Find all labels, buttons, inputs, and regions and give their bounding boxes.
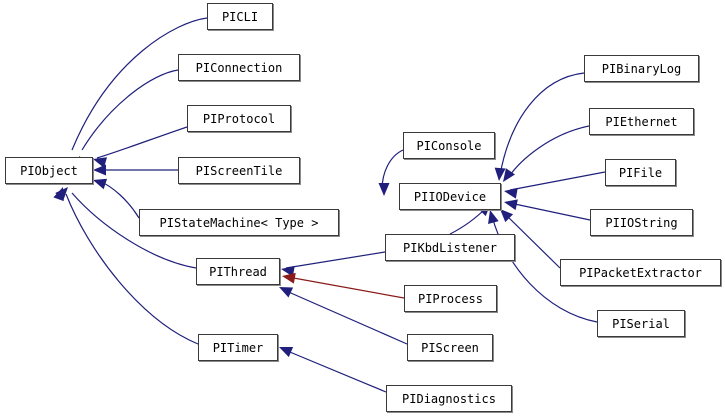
class-node-pithread[interactable]: PIThread <box>196 258 280 285</box>
arrowhead-piprocess-to-pithread <box>282 272 296 284</box>
class-node-pidiagnostics[interactable]: PIDiagnostics <box>386 385 512 412</box>
class-node-piserial[interactable]: PISerial <box>597 310 685 337</box>
class-node-label: PIThread <box>209 264 267 279</box>
class-node-piethernet[interactable]: PIEthernet <box>589 108 694 135</box>
edge-pikbdlistener-to-piiodevice <box>449 207 487 235</box>
edge-pikbdlistener-to-pithread <box>285 251 386 269</box>
class-node-picli[interactable]: PICLI <box>207 3 273 30</box>
class-node-piprocess[interactable]: PIProcess <box>404 285 497 312</box>
class-node-piobject[interactable]: PIObject <box>5 157 93 184</box>
class-node-pitimer[interactable]: PITimer <box>198 334 278 361</box>
arrowhead-pithread-to-piobject <box>55 187 68 201</box>
class-node-piconsole[interactable]: PIConsole <box>403 132 495 159</box>
arrowhead-piscreentile-to-piobject <box>93 164 106 176</box>
class-node-pibinarylog[interactable]: PIBinaryLog <box>584 55 699 82</box>
class-node-label: PIPacketExtractor <box>579 265 702 280</box>
edge-piprocess-to-pithread <box>287 276 405 299</box>
class-node-piscreentile[interactable]: PIScreenTile <box>178 157 300 184</box>
class-node-label: PIBinaryLog <box>601 61 682 76</box>
arrowhead-pifile-to-piiodevice <box>504 187 518 199</box>
arrowhead-piserial-to-piiodevice <box>488 210 499 224</box>
edge-piprotocol-to-piobject <box>96 126 188 159</box>
class-node-piconnection[interactable]: PIConnection <box>178 54 300 81</box>
edge-pibinarylog-to-piiodevice <box>499 72 585 176</box>
class-node-label: PIKbdListener <box>403 240 497 255</box>
class-node-piiostring[interactable]: PIIOString <box>590 209 693 236</box>
edge-pistatemachine-to-piobject <box>98 180 140 219</box>
class-node-label: PIProtocol <box>202 111 276 126</box>
arrowhead-pibinarylog-to-piiodevice <box>494 167 506 181</box>
class-node-label: PIIODevice <box>413 189 487 204</box>
arrowhead-piprotocol-to-piobject <box>93 157 108 168</box>
arrowhead-pidiagnostics-to-pitimer <box>279 347 294 358</box>
edge-pifile-to-piiodevice <box>509 171 606 191</box>
class-node-label: PIObject <box>20 163 78 178</box>
class-node-label: PIStateMachine< Type > <box>159 215 319 230</box>
class-node-label: PIConnection <box>195 60 283 75</box>
class-node-label: PIProcess <box>417 291 484 306</box>
class-node-pifile[interactable]: PIFile <box>605 159 676 186</box>
arrowhead-pistatemachine-to-piobject <box>93 178 108 190</box>
edge-pidiagnostics-to-pitimer <box>284 349 387 393</box>
edge-piconnection-to-piobject <box>81 69 179 151</box>
class-node-label: PIConsole <box>416 138 482 153</box>
arrowhead-piconsole-to-piiodevice <box>378 183 390 196</box>
class-node-label: PICLI <box>221 9 259 24</box>
class-node-label: PIEthernet <box>605 114 678 129</box>
class-node-piprotocol[interactable]: PIProtocol <box>187 105 291 132</box>
class-node-label: PITimer <box>212 340 264 355</box>
edge-piiostring-to-piiodevice <box>509 202 591 221</box>
class-node-label: PIDiagnostics <box>402 391 496 406</box>
arrowhead-pikbdlistener-to-pithread <box>281 265 295 277</box>
class-node-label: PIScreenTile <box>195 163 283 178</box>
arrowhead-pitimer-to-piobject <box>53 187 64 202</box>
class-node-pistatemachine[interactable]: PIStateMachine< Type > <box>139 209 339 236</box>
arrowhead-piiostring-to-piiodevice <box>504 199 518 211</box>
class-node-pipacketextractor[interactable]: PIPacketExtractor <box>560 259 721 286</box>
class-node-label: PISerial <box>612 316 670 331</box>
edge-piscreen-to-pithread <box>283 289 408 345</box>
class-node-label: PIScreen <box>421 340 479 355</box>
class-node-pikbdlistener[interactable]: PIKbdListener <box>385 234 515 261</box>
class-node-piiodevice[interactable]: PIIODevice <box>399 183 501 210</box>
edge-piethernet-to-piiodevice <box>507 125 590 179</box>
class-node-piscreen[interactable]: PIScreen <box>407 334 493 361</box>
class-node-label: PIIOString <box>605 215 678 230</box>
class-node-label: PIFile <box>618 165 663 180</box>
